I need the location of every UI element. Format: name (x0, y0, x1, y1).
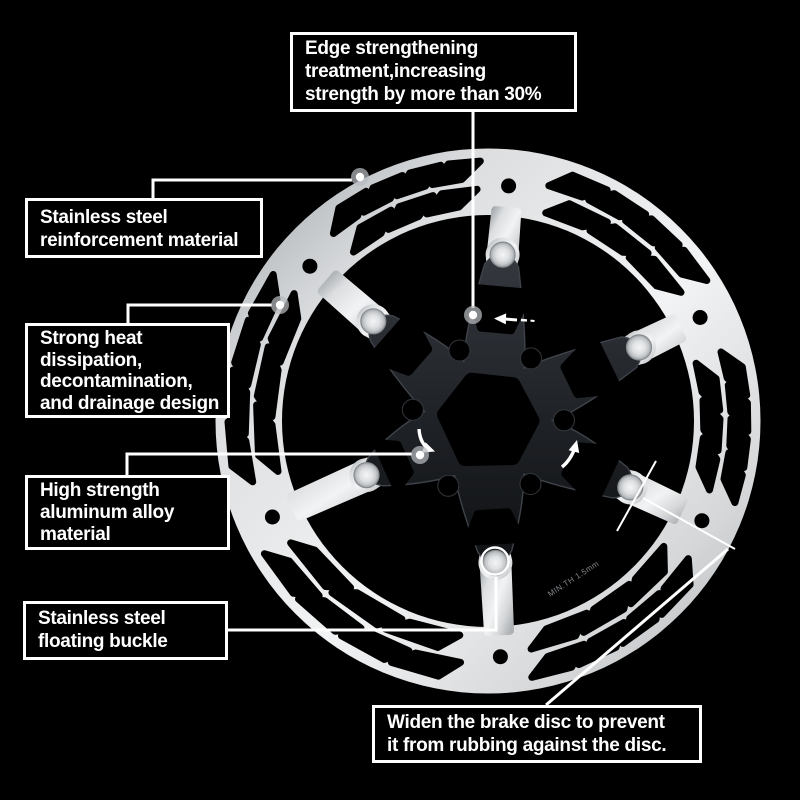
bolt-hole (519, 473, 542, 495)
callout-text-line: treatment,increasing (305, 61, 486, 82)
callout-line-aluminum (125, 452, 412, 475)
callout-line-widen (545, 547, 729, 707)
callout-endpoint-dots (271, 168, 510, 576)
rotation-arrow-icon (568, 440, 580, 453)
rivet (360, 308, 387, 335)
callout-leader-lines (125, 112, 736, 707)
rivet (625, 334, 653, 361)
callout-edge-strengthening: Edge strengthening treatment,increasing … (290, 32, 577, 112)
rotation-arrow-icon (494, 313, 507, 325)
callout-text-line: decontamination, (40, 371, 193, 392)
callout-line-heat (126, 303, 272, 323)
rivet (489, 241, 516, 268)
bolt-hole (448, 339, 471, 362)
rivet (617, 474, 644, 501)
callout-stainless-reinforcement: Stainless steel reinforcement material (25, 198, 263, 258)
callout-text-line: material (40, 524, 111, 545)
callout-floating-buckle: Stainless steel floating buckle (23, 601, 228, 660)
rotor-aluminum-spider (363, 252, 643, 565)
callout-aluminum-alloy: High strength aluminum alloy material (25, 475, 230, 550)
callout-text-line: Stainless steel (40, 207, 168, 228)
center-hex-hole (437, 372, 540, 466)
callout-text-line: Widen the brake disc to prevent (387, 712, 665, 733)
brake-track-width-mark (616, 460, 657, 532)
callout-line-buckle (228, 577, 498, 632)
callout-text-line: High strength (40, 480, 160, 501)
rotation-arrows (417, 313, 580, 469)
bolt-hole (437, 474, 460, 497)
brake-track-width-mark (642, 497, 736, 550)
callout-heat-dissipation: Strong heat dissipation, decontamination… (25, 323, 230, 418)
callout-text-line: Edge strengthening (305, 38, 478, 59)
bolt-hole (553, 409, 575, 432)
callout-text-line: reinforcement material (40, 230, 239, 251)
bolt-hole (520, 347, 542, 370)
callout-text-line: Stainless steel (38, 608, 166, 629)
callout-text-line: floating buckle (38, 631, 168, 652)
callout-text-line: strength by more than 30% (305, 84, 542, 105)
callout-text-line: and drainage design (40, 392, 220, 414)
rivet (353, 462, 380, 489)
floating-rivets (353, 241, 653, 576)
callout-line-reinforcement (151, 178, 352, 198)
rivet-highlight-ring (480, 546, 510, 576)
callout-widen-brake-disc: Widen the brake disc to prevent it from … (372, 705, 702, 763)
callout-text-line: aluminum alloy (40, 502, 175, 523)
callout-text-line: dissipation, (40, 349, 142, 371)
callout-text-line: Strong heat (40, 328, 143, 349)
bolt-hole (401, 398, 424, 421)
callout-text-line: it from rubbing against the disc. (387, 735, 667, 756)
